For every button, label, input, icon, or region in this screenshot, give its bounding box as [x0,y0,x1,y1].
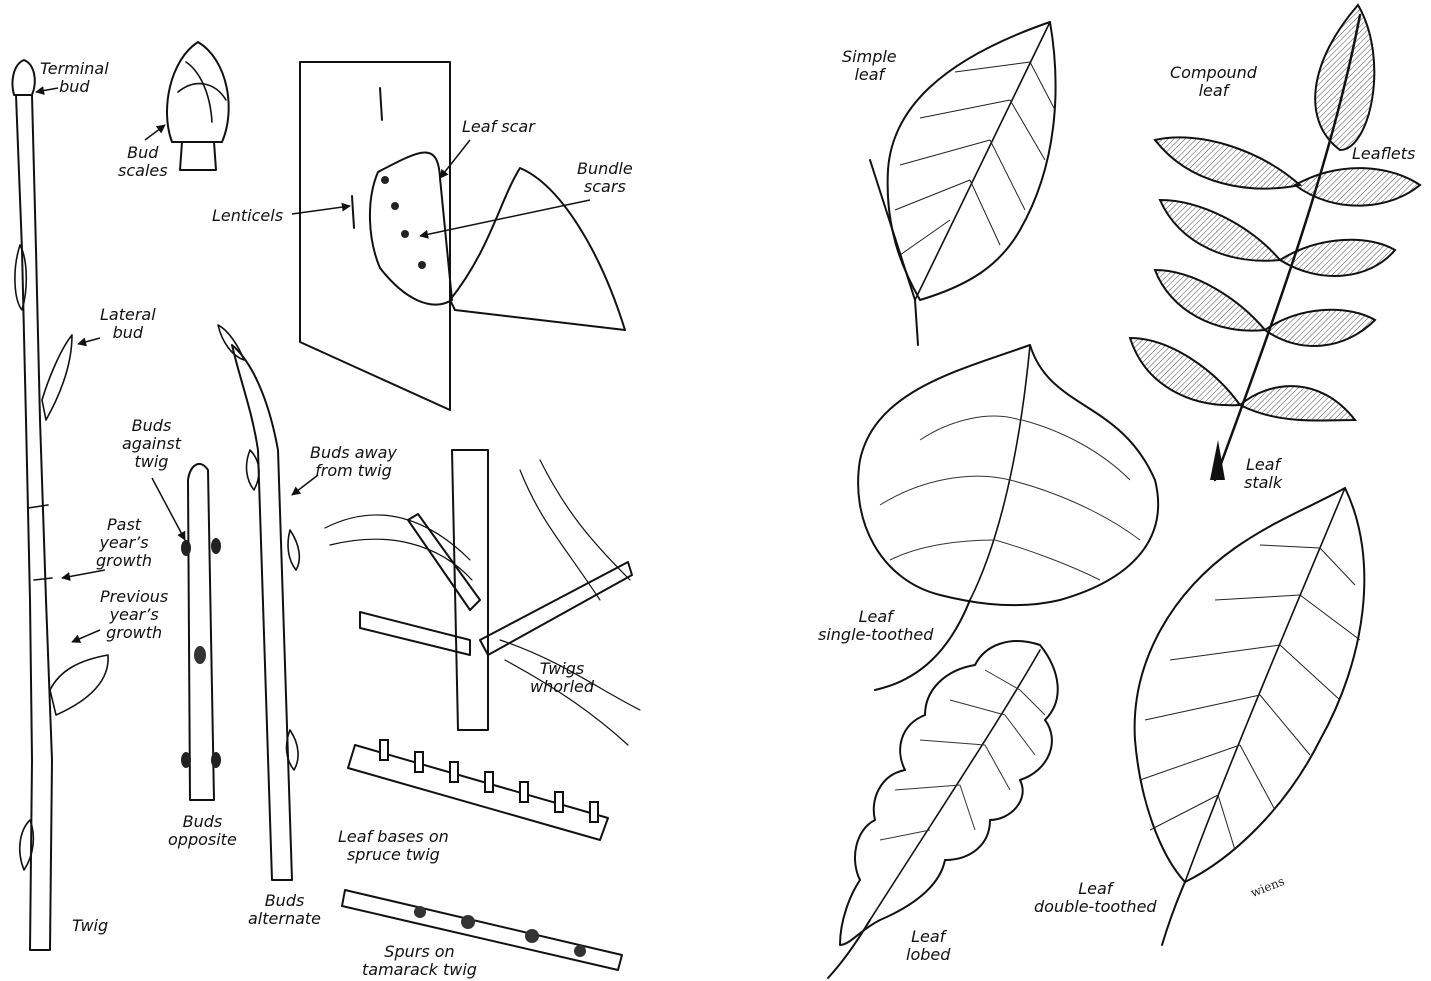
bud-closeup-drawing [167,42,229,170]
label-buds-away-from-twig: Buds away from twig [310,444,397,480]
double-toothed-leaf-drawing [1135,488,1365,945]
label-terminal-bud: Terminal bud [40,60,109,96]
label-bundle-scars: Bundle scars [577,160,633,196]
label-leaf-bases-on-spruce-twig: Leaf bases on spruce twig [338,828,449,864]
main-twig-drawing [12,60,108,950]
spruce-twig-drawing [348,740,608,840]
label-leaf-scar: Leaf scar [462,118,535,136]
label-leaflets: Leaflets [1352,145,1415,163]
label-past-years-growth: Past year’s growth [96,516,152,570]
label-bud-scales: Bud scales [118,144,168,180]
label-buds-opposite: Buds opposite [168,813,237,849]
alternate-buds-twig-drawing [218,325,299,880]
label-twigs-whorled: Twigs whorled [530,660,594,696]
label-leaf-stalk: Leaf stalk [1244,456,1282,492]
label-lenticels: Lenticels [212,207,283,225]
label-twig: Twig [72,917,108,935]
opposite-buds-twig-drawing [181,464,221,800]
label-leaf-single-toothed: Leaf single-toothed [818,608,933,644]
label-buds-alternate: Buds alternate [248,892,321,928]
label-buds-against-twig: Buds against twig [122,417,181,471]
label-previous-years-growth: Previous year’s growth [100,588,168,642]
label-lateral-bud: Lateral bud [100,306,156,342]
label-leaf-double-toothed: Leaf double-toothed [1034,880,1157,916]
label-spurs-on-tamarack-twig: Spurs on tamarack twig [362,943,477,979]
whorled-twigs-drawing [325,450,640,745]
label-simple-leaf: Simple leaf [842,48,897,84]
label-leaf-lobed: Leaf lobed [906,928,950,964]
simple-leaf-drawing [870,22,1056,345]
bark-closeup-drawing [300,62,625,410]
label-compound-leaf: Compound leaf [1170,64,1257,100]
